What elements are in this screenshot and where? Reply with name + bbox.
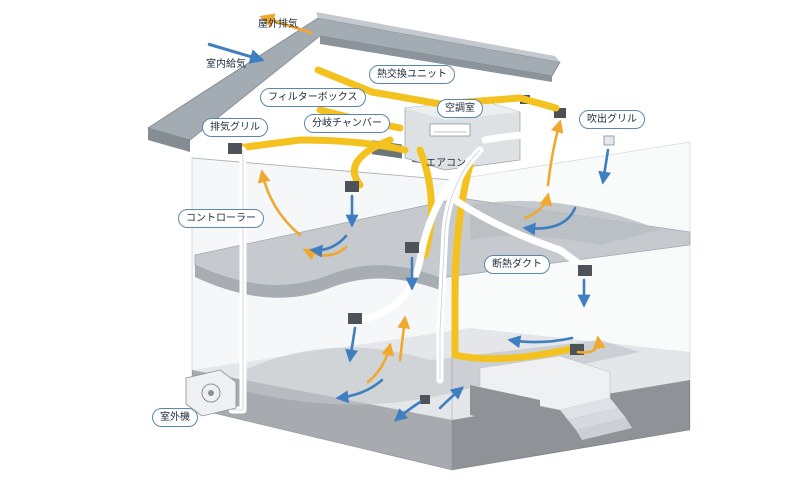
ac-room-label: 空調室 [437,99,483,118]
heat-exchange-unit-label: 熱交換ユニット [369,65,455,84]
air-conditioner-label: エアコン [426,158,466,169]
exhaust-airflow-arrows [257,119,606,384]
exhaust-legend-label: 屋外排気 [258,19,298,30]
entry-stairs [470,355,632,440]
supply-airflow-arrows [309,148,612,422]
roof [147,12,561,152]
insulated-duct-label: 断熱ダクト [484,255,550,274]
outdoor-unit-label: 室外機 [152,408,198,427]
controller-label: コントローラー [178,209,264,228]
grilles [228,135,615,404]
branch-chamber-label: 分岐チャンバー [304,114,390,133]
exhaust-legend-arrow [259,13,313,35]
exhaust-grille-label: 排気グリル [202,118,268,137]
supply-grille-label: 吹出グリル [579,110,645,129]
supply-legend-label: 室内給気 [206,59,246,70]
outdoor-unit [185,369,237,417]
supply-legend-arrow [207,42,265,64]
filter-box-label: フィルターボックス [260,88,366,107]
